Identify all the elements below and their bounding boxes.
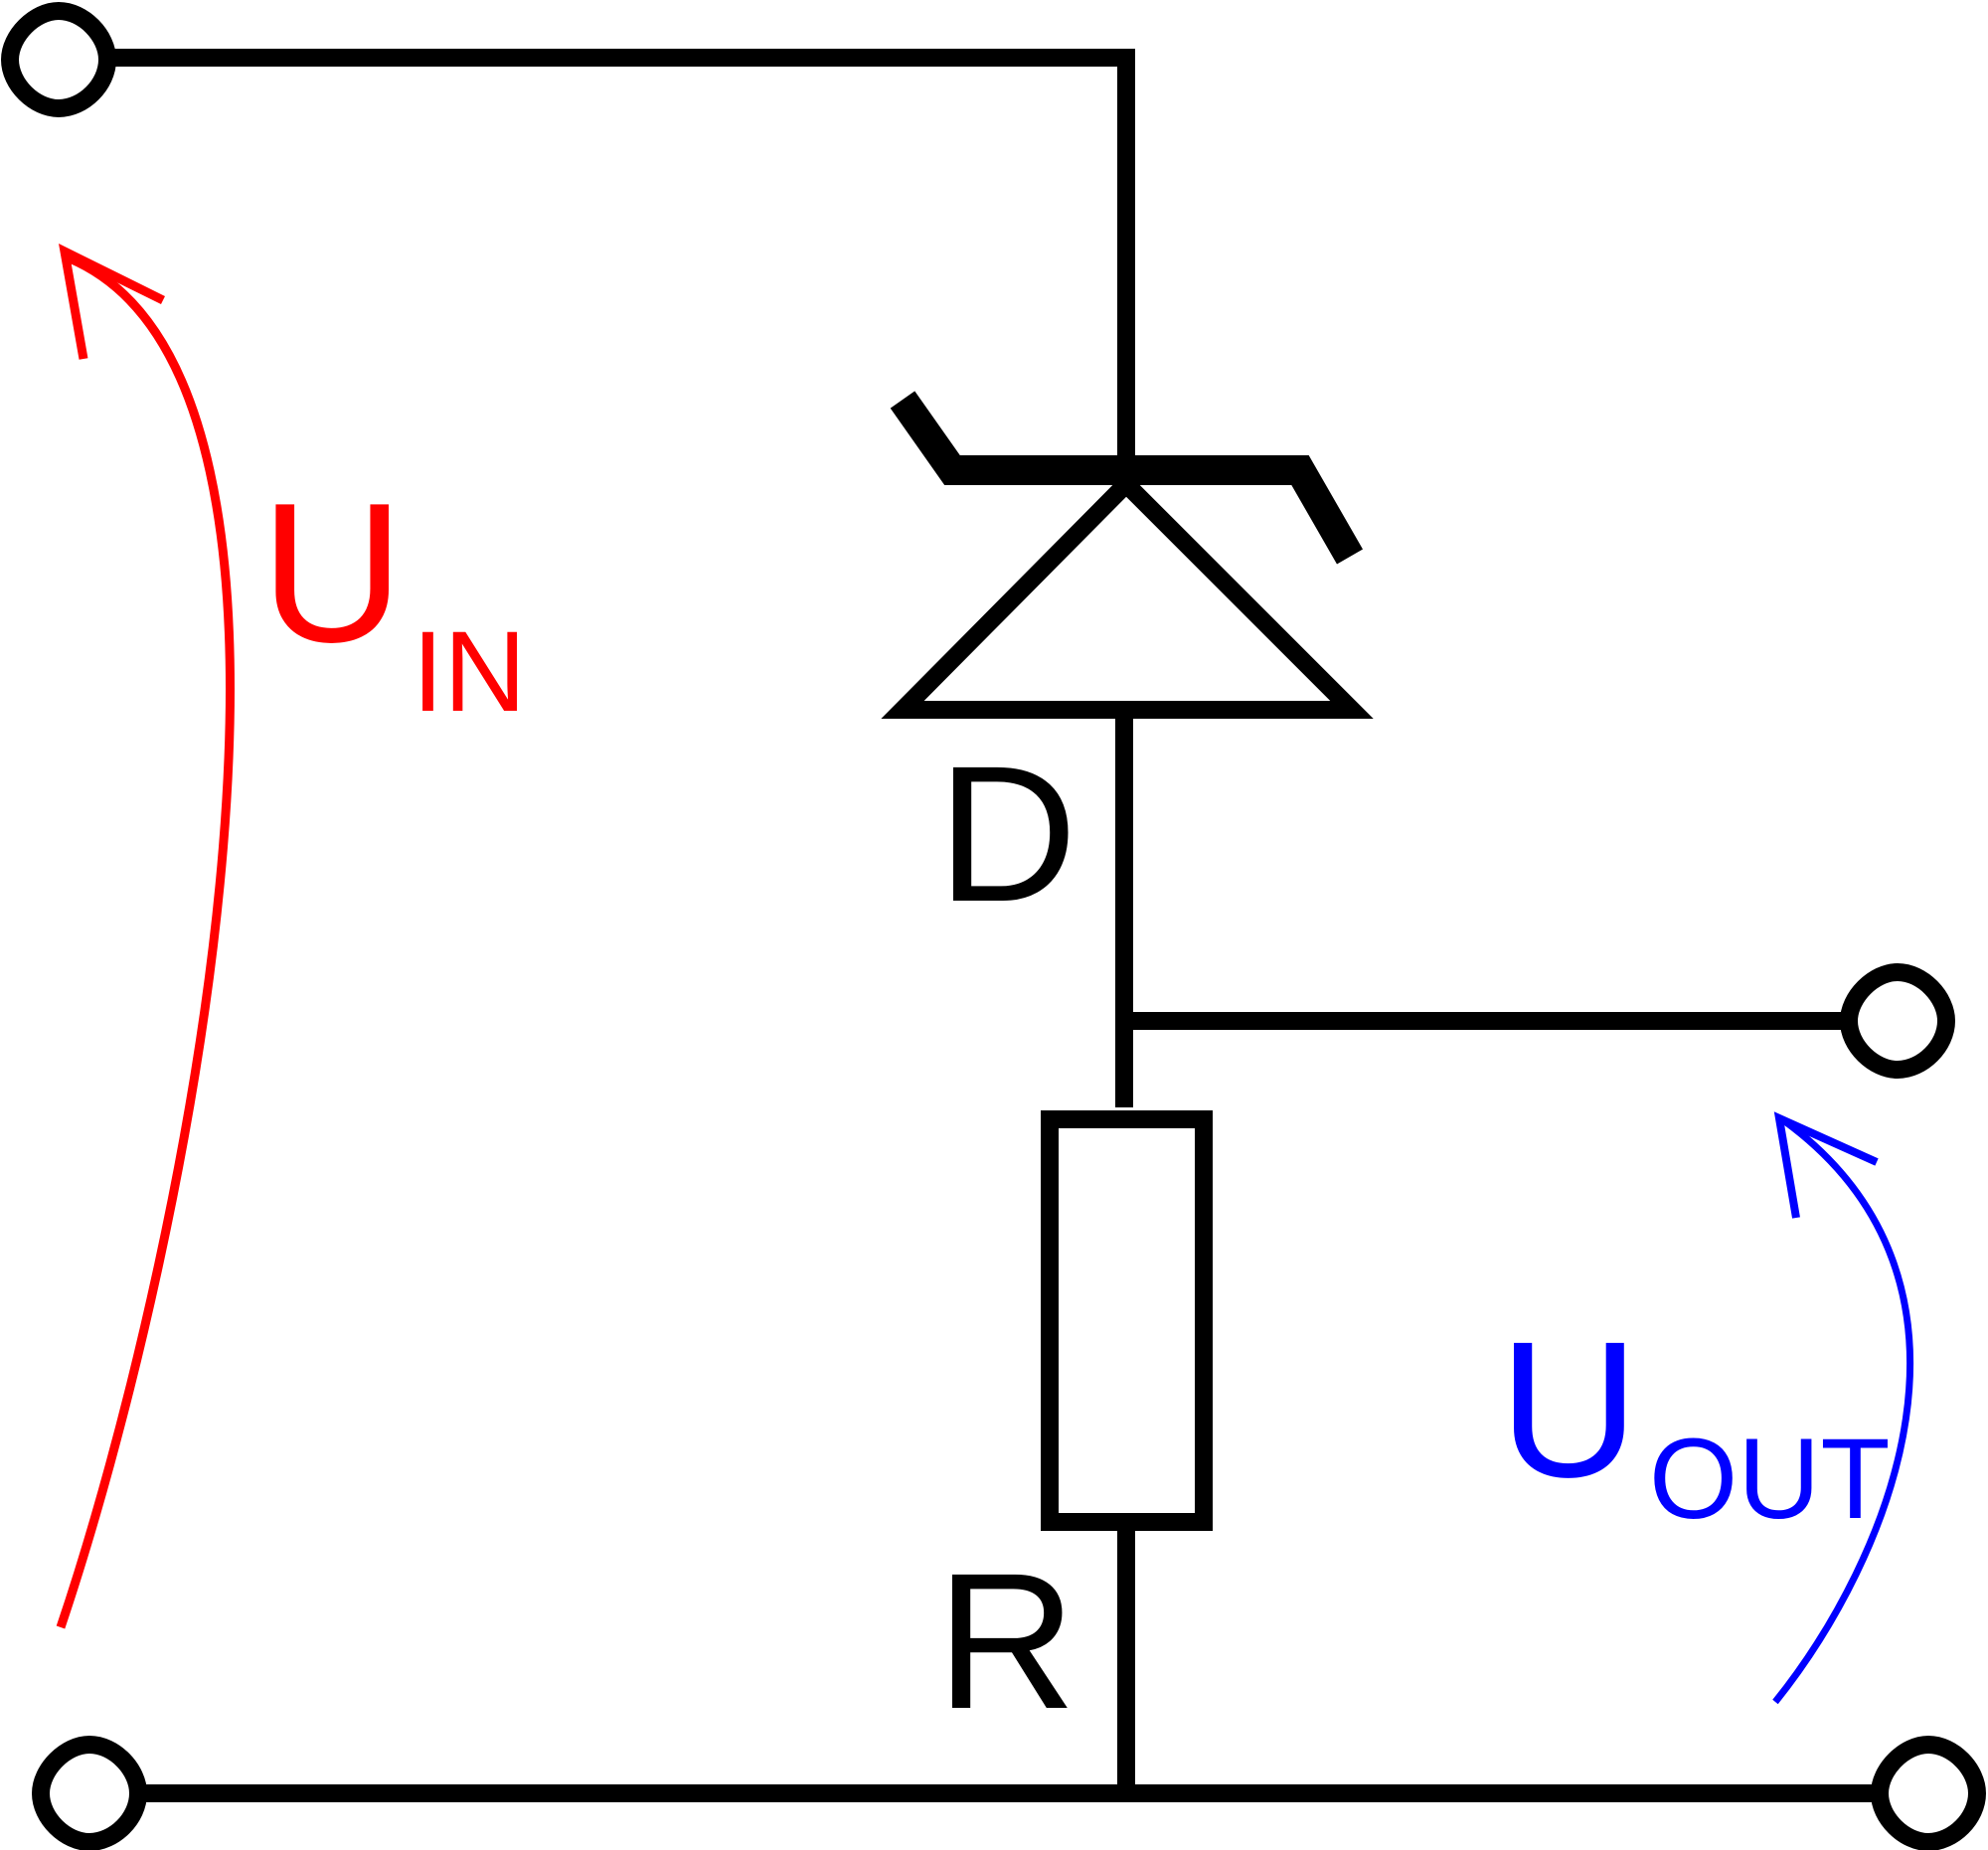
input-voltage-subscript: IN xyxy=(412,608,526,736)
input-bottom-terminal xyxy=(31,1735,148,1850)
top-input-wire xyxy=(107,49,1135,457)
zener-cathode-bar xyxy=(890,391,1364,565)
output-voltage-arrow xyxy=(1772,1111,1913,1705)
output-voltage-symbol: U xyxy=(1499,1301,1639,1518)
input-top-terminal xyxy=(0,1,117,118)
diode-label: D xyxy=(937,726,1077,942)
resistor-label: R xyxy=(936,1533,1077,1750)
input-voltage-arrow xyxy=(56,244,235,1629)
output-voltage-subscript: OUT xyxy=(1649,1416,1891,1543)
resistor-body xyxy=(1041,1110,1213,1531)
output-top-terminal xyxy=(1839,962,1956,1080)
input-voltage-symbol: U xyxy=(260,462,404,684)
output-bottom-terminal xyxy=(1870,1735,1987,1850)
zener-diode-triangle xyxy=(881,471,1374,719)
output-voltage-label: UOUT xyxy=(1499,1301,1891,1543)
input-voltage-label: UIN xyxy=(260,462,526,736)
